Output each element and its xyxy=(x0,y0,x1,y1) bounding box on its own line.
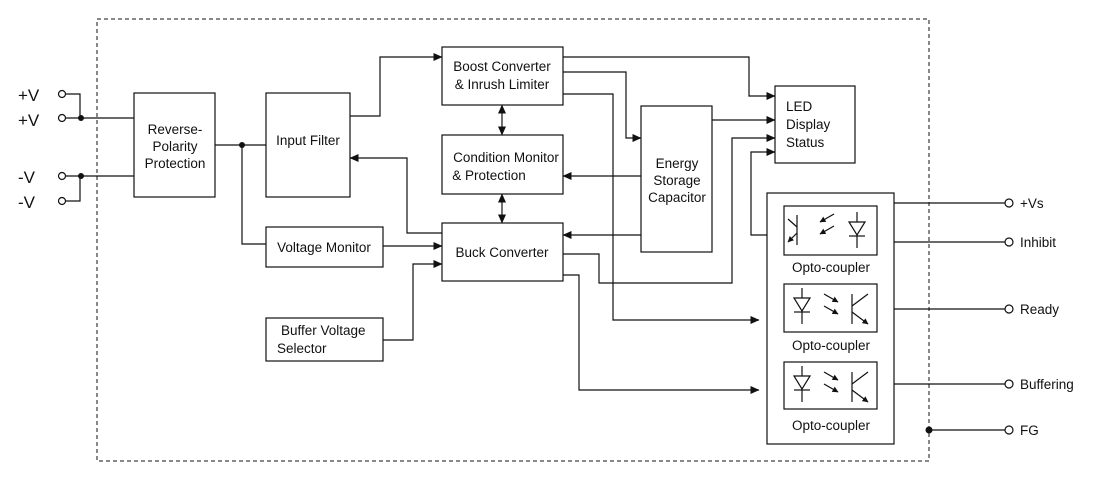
opto-coupler-1 xyxy=(783,205,878,256)
output-terminals: +Vs Inhibit Ready Buffering FG xyxy=(1004,196,1074,438)
phototransistor-icon xyxy=(851,371,869,403)
output-terminal-label: Inhibit xyxy=(1020,235,1056,250)
block-label: Buffer Voltage xyxy=(281,323,366,338)
block-label: Selector xyxy=(277,341,327,356)
block-label: Condition Monitor xyxy=(453,150,559,165)
block-label: Input Filter xyxy=(276,133,340,148)
terminal-circle xyxy=(1004,304,1014,314)
terminal-circle xyxy=(57,196,67,206)
opto-coupler-3 xyxy=(783,361,878,410)
light-arrows-icon xyxy=(823,293,839,315)
block-label: & Protection xyxy=(452,168,526,183)
block-label: Voltage Monitor xyxy=(277,240,371,255)
buffer-voltage-selector-block: Buffer Voltage Selector xyxy=(265,317,384,362)
boost-converter-block: Boost Converter & Inrush Limiter xyxy=(441,46,564,106)
input-terminal-label: -V xyxy=(18,168,36,187)
opto-coupler-2 xyxy=(783,283,878,333)
terminal-circle xyxy=(1004,198,1014,208)
led-diode-icon xyxy=(792,288,812,324)
block-label: Boost Converter xyxy=(453,59,551,74)
terminal-circle xyxy=(57,89,67,99)
block-label: Reverse- xyxy=(148,122,203,137)
light-arrows-icon xyxy=(823,371,839,393)
led-diode-icon xyxy=(792,366,812,402)
phototransistor-icon xyxy=(787,215,798,245)
opto-coupler-label: Opto-coupler xyxy=(792,418,871,433)
buck-converter-block: Buck Converter xyxy=(441,222,564,282)
output-terminal-label: FG xyxy=(1020,423,1039,438)
input-terminal-label: -V xyxy=(18,193,36,212)
energy-storage-capacitor-block: Energy Storage Capacitor xyxy=(640,105,713,253)
condition-monitor-block: Condition Monitor & Protection xyxy=(441,134,564,195)
phototransistor-icon xyxy=(851,293,869,325)
terminal-circle xyxy=(1004,379,1014,389)
input-terminal-label: +V xyxy=(18,86,40,105)
block-label: LED xyxy=(786,99,813,114)
junction-dot xyxy=(78,173,84,179)
reverse-polarity-protection-block: Reverse- Polarity Protection xyxy=(133,92,216,198)
junction-dot xyxy=(78,115,84,121)
terminal-circle xyxy=(1004,237,1014,247)
output-terminal-label: +Vs xyxy=(1020,196,1044,211)
terminal-circle xyxy=(1004,425,1014,435)
block-label: Energy xyxy=(656,156,699,171)
junction-dot xyxy=(925,426,933,434)
light-arrows-icon xyxy=(819,213,835,235)
block-label: Display xyxy=(786,117,831,132)
enclosure-boundary xyxy=(96,18,930,462)
block-label: Protection xyxy=(145,156,206,171)
output-terminal-label: Buffering xyxy=(1020,377,1074,392)
output-terminal-label: Ready xyxy=(1020,302,1059,317)
voltage-monitor-block: Voltage Monitor xyxy=(265,226,384,268)
input-terminal-label: +V xyxy=(18,111,40,130)
opto-coupler-group: Opto-coupler Opto-coupler xyxy=(766,192,895,445)
block-label: Polarity xyxy=(152,139,197,154)
opto-coupler-label: Opto-coupler xyxy=(792,338,871,353)
input-terminals: +V +V -V -V xyxy=(18,86,67,212)
block-label: & Inrush Limiter xyxy=(455,77,550,92)
led-display-status-block: LED Display Status xyxy=(774,85,856,164)
block-label: Storage xyxy=(653,173,700,188)
led-diode-icon xyxy=(847,212,867,248)
opto-coupler-label: Opto-coupler xyxy=(792,260,871,275)
connection-lines xyxy=(215,53,1005,434)
block-label: Capacitor xyxy=(648,190,706,205)
block-label: Status xyxy=(786,135,825,150)
terminal-circle xyxy=(57,171,67,181)
block-label: Buck Converter xyxy=(455,245,549,260)
input-filter-block: Input Filter xyxy=(265,92,351,198)
terminal-circle xyxy=(57,113,67,123)
